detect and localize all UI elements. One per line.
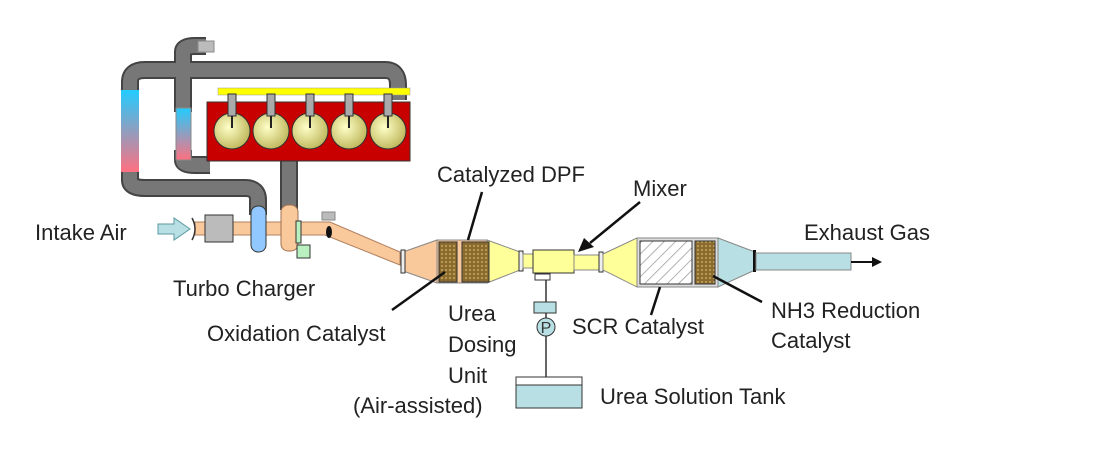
leader-lines: [391, 191, 763, 316]
tailpipe: [755, 252, 852, 271]
injector-icon: [305, 93, 315, 117]
intercooler: [121, 90, 139, 172]
air-filter: [204, 214, 234, 243]
injector-icon: [344, 93, 354, 117]
egr-cooler: [175, 107, 192, 161]
engine: [206, 87, 411, 162]
egr-valve-icon: [197, 40, 215, 53]
label-urea-dosing-4: (Air-assisted): [353, 393, 483, 418]
label-mixer: Mixer: [633, 176, 687, 201]
label-urea-dosing-2: Dosing: [448, 332, 516, 357]
scr-catalyst-brick: [639, 240, 693, 285]
mixer-section: [522, 249, 604, 281]
label-urea-dosing-1: Urea: [448, 301, 496, 326]
label-turbo-charger: Turbo Charger: [173, 276, 315, 301]
label-nh3-reduction-2: Catalyst: [771, 328, 850, 353]
label-scr-catalyst: SCR Catalyst: [572, 314, 704, 339]
compressor: [250, 205, 267, 253]
mixer-arrowhead-icon: [578, 238, 594, 252]
intake-arrow-icon: [157, 217, 191, 241]
injector-icon: [227, 93, 237, 117]
label-intake-air: Intake Air: [35, 220, 127, 245]
urea-dosing: P: [515, 280, 583, 409]
label-nh3-reduction-1: NH3 Reduction: [771, 298, 920, 323]
turbine: [280, 204, 299, 252]
label-exhaust-gas: Exhaust Gas: [804, 220, 930, 245]
dpf-brick: [461, 241, 490, 283]
pump-label: P: [541, 320, 552, 337]
label-urea-solution-tank: Urea Solution Tank: [600, 384, 786, 409]
intake-path: [157, 204, 401, 266]
label-urea-dosing-3: Unit: [448, 363, 487, 388]
nh3-catalyst-brick: [694, 240, 716, 285]
pump-icon: [536, 317, 556, 337]
injector-icon: [383, 93, 393, 117]
doc-dpf-canister: [400, 239, 524, 284]
label-catalyzed-dpf: Catalyzed DPF: [437, 162, 585, 187]
label-oxidation-catalyst: Oxidation Catalyst: [207, 321, 386, 346]
mixer: [532, 249, 575, 274]
exhaust-arrow-icon: [872, 257, 882, 267]
scr-canister: [602, 237, 882, 288]
injector-icon: [266, 93, 276, 117]
oxidation-catalyst-brick: [438, 241, 458, 283]
